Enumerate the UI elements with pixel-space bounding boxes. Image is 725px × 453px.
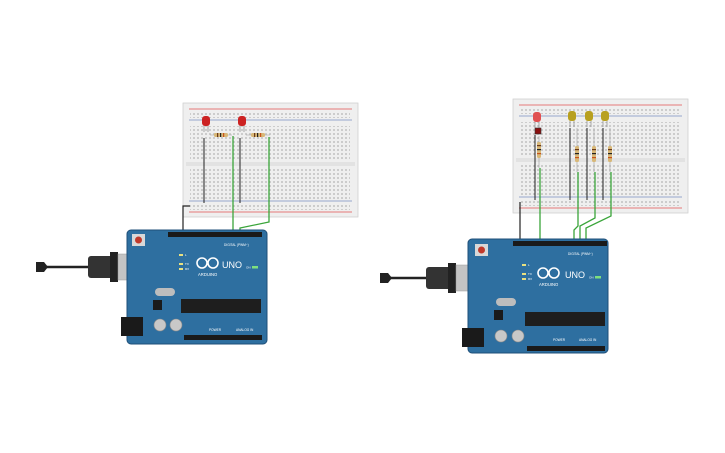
wire-green-6[interactable] — [585, 172, 612, 244]
model-text: UNO — [222, 260, 242, 270]
resistor-4[interactable] — [575, 128, 579, 172]
circuit-2: ARDUINO UNO DIGITAL (PWM~) POWER ANALOG … — [380, 98, 689, 354]
wire-green-5[interactable] — [579, 172, 596, 244]
model-text: UNO — [565, 270, 585, 280]
rx-led — [522, 278, 526, 280]
logo-text: ARDUINO — [539, 282, 559, 287]
resistor-5[interactable] — [592, 128, 596, 172]
rx-led — [179, 268, 183, 270]
wire-black-gnd-1[interactable] — [182, 205, 190, 236]
tx-label: TX — [185, 262, 189, 266]
led-red-3[interactable] — [533, 112, 541, 128]
rx-label: RX — [528, 277, 532, 281]
rx-label: RX — [185, 267, 189, 271]
resistor-3[interactable] — [537, 136, 541, 168]
usb-cable-1[interactable] — [36, 252, 139, 282]
arduino-uno-1[interactable]: ARDUINO UNO DIGITAL (PWM~) POWER ANALOG … — [121, 229, 268, 345]
led-yellow-2[interactable] — [585, 111, 593, 127]
arduino-logo-2 — [537, 267, 560, 279]
arduino-logo-1 — [196, 257, 219, 269]
resistor-6[interactable] — [608, 128, 612, 172]
led-red-1[interactable] — [202, 116, 210, 132]
power-label: POWER — [553, 338, 566, 342]
tx-label: TX — [528, 272, 532, 276]
digital-label: DIGITAL (PWM~) — [224, 243, 249, 247]
led-yellow-1[interactable] — [568, 111, 576, 127]
tx-led — [522, 273, 526, 275]
l-led — [522, 264, 526, 266]
power-label: POWER — [209, 328, 222, 332]
led-red-2[interactable] — [238, 116, 246, 132]
led-yellow-3[interactable] — [601, 111, 609, 127]
selected-pin-marker[interactable] — [534, 127, 542, 135]
l-led — [179, 254, 183, 256]
l-label: L — [185, 253, 187, 257]
digital-label: DIGITAL (PWM~) — [568, 252, 593, 256]
on-led — [595, 276, 601, 279]
on-label: ON — [589, 276, 594, 280]
on-label: ON — [246, 266, 251, 270]
resistor-1[interactable] — [210, 133, 232, 137]
l-label: L — [528, 263, 530, 267]
wire-green-4[interactable] — [573, 172, 579, 244]
analog-label: ANALOG IN — [579, 338, 597, 342]
analog-label: ANALOG IN — [236, 328, 254, 332]
circuit-1: ARDUINO UNO DIGITAL (PWM~) POWER ANALOG … — [36, 102, 359, 345]
logo-text: ARDUINO — [198, 272, 218, 277]
tx-led — [179, 263, 183, 265]
arduino-uno-2[interactable]: ARDUINO UNO DIGITAL (PWM~) POWER ANALOG … — [462, 238, 609, 354]
usb-cable-2[interactable] — [380, 263, 477, 293]
resistor-2[interactable] — [246, 133, 270, 137]
breadboard-2[interactable] — [512, 98, 689, 214]
on-led — [252, 266, 258, 269]
breadboard-1[interactable] — [182, 102, 359, 218]
